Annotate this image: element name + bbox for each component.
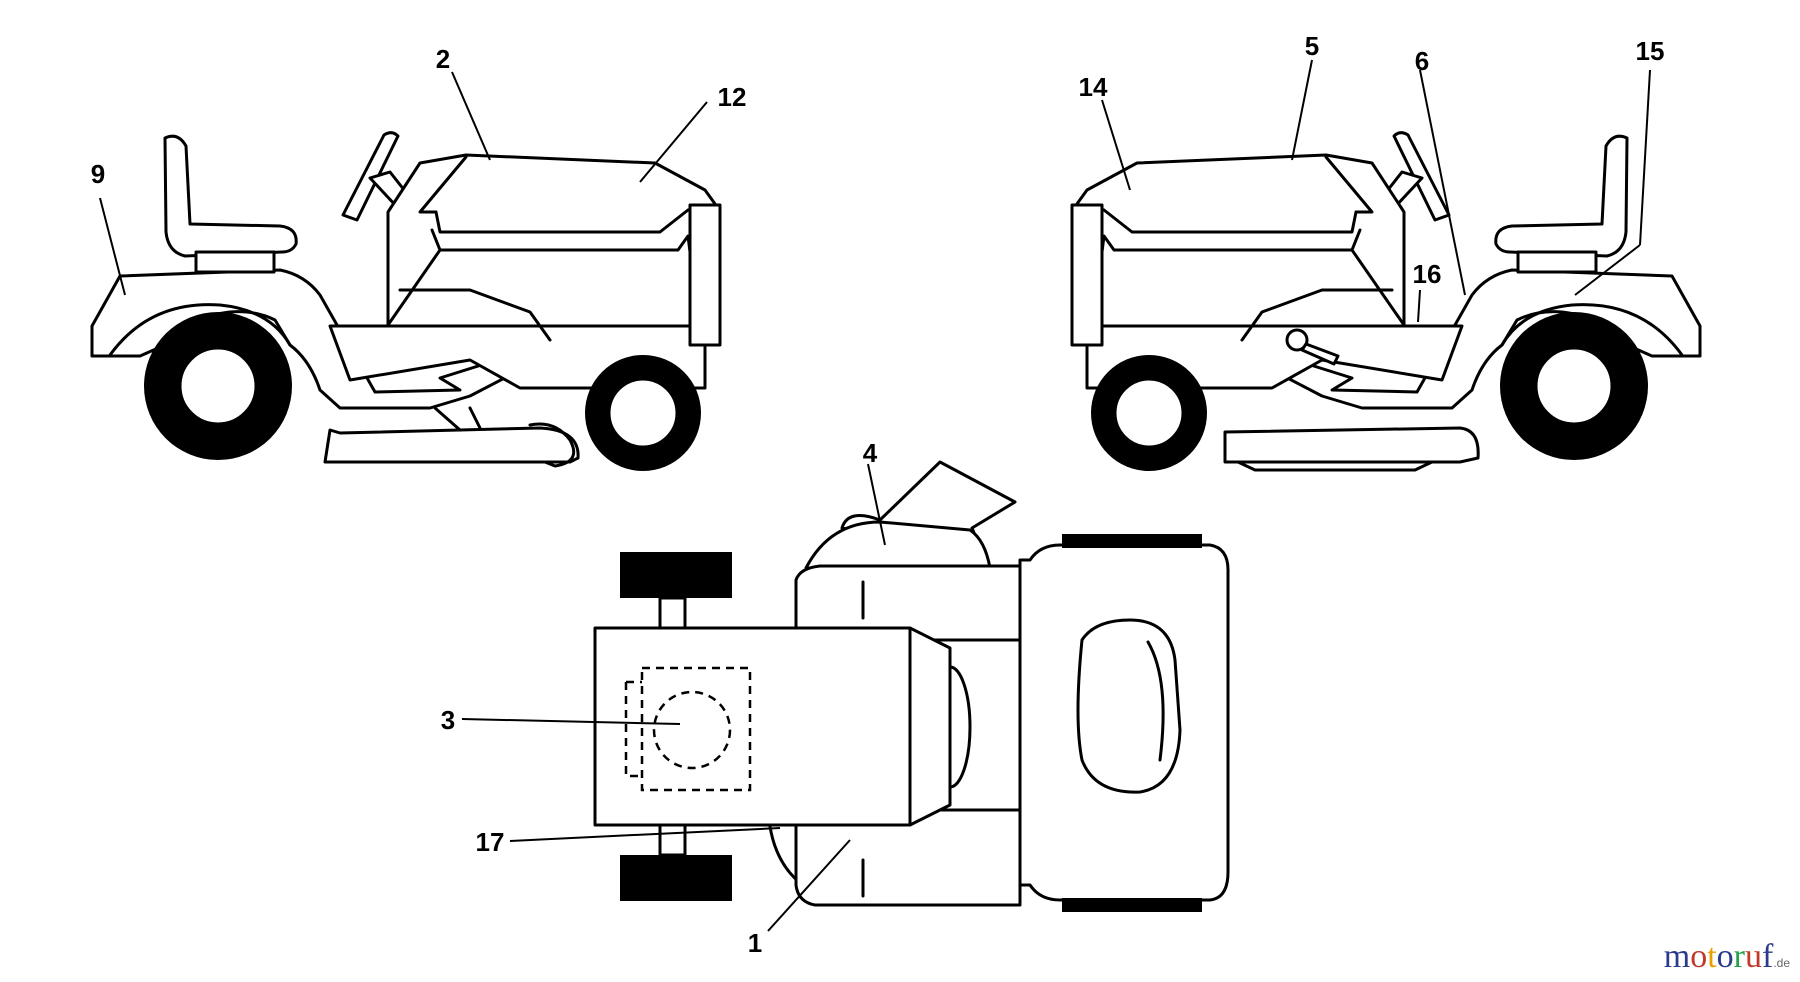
callout-3: 3 bbox=[441, 705, 455, 735]
watermark-letter: r bbox=[1733, 938, 1745, 975]
callout-5: 5 bbox=[1305, 31, 1319, 61]
callout-16: 16 bbox=[1413, 259, 1442, 289]
callout-2: 2 bbox=[436, 44, 450, 74]
callout-1: 1 bbox=[748, 928, 762, 958]
watermark-letter: o bbox=[1690, 938, 1708, 975]
callout-17: 17 bbox=[476, 827, 505, 857]
callout-9: 9 bbox=[91, 159, 105, 189]
leader-lines bbox=[99, 59, 1651, 932]
watermark-letter: f bbox=[1761, 938, 1774, 975]
watermark: motoruf.de bbox=[1664, 938, 1790, 976]
callout-14: 14 bbox=[1079, 72, 1108, 102]
callout-labels: 2 12 9 14 5 6 15 16 4 3 17 1 bbox=[91, 31, 1665, 958]
watermark-letter: t bbox=[1707, 938, 1717, 975]
callout-6: 6 bbox=[1415, 46, 1429, 76]
callout-15: 15 bbox=[1636, 36, 1665, 66]
watermark-letter: m bbox=[1663, 938, 1691, 975]
watermark-letter: o bbox=[1716, 938, 1734, 975]
tractor-left-side-view bbox=[90, 131, 722, 471]
watermark-letter: u bbox=[1744, 938, 1762, 975]
tractor-top-view bbox=[593, 460, 1230, 912]
callout-4: 4 bbox=[863, 438, 878, 468]
tractor-right-side-view bbox=[1070, 131, 1702, 472]
watermark-suffix: .de bbox=[1773, 956, 1790, 970]
callout-12: 12 bbox=[718, 82, 747, 112]
